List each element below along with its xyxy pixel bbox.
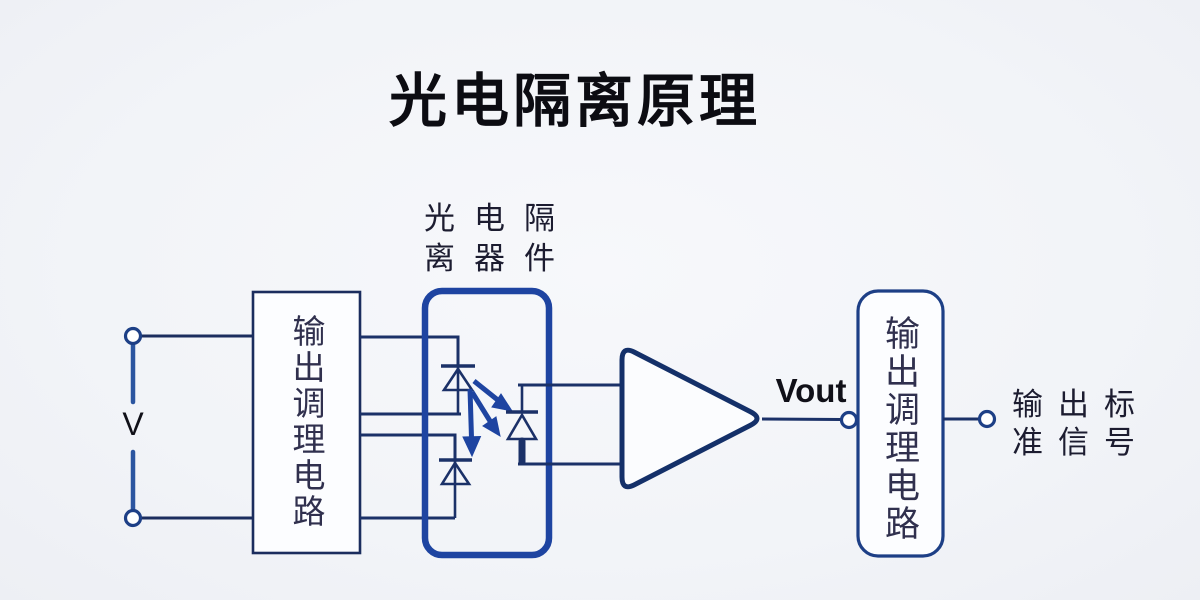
optocoupler-box — [421, 287, 553, 559]
led2-icon — [439, 435, 472, 518]
light-arrow-down-icon — [462, 388, 482, 458]
optocoupler-label-line1: 光电隔 — [424, 201, 574, 236]
output-box-label: 输出调理电路 — [880, 315, 919, 543]
photodiode-icon — [505, 385, 539, 466]
light-arrows — [462, 379, 514, 458]
source-terminal-top-icon — [123, 326, 143, 346]
page-title: 光电隔离原理 — [388, 69, 761, 134]
amplifier-triangle-icon — [619, 347, 760, 490]
wire-led1-top — [360, 335, 460, 366]
wire-led2-top — [360, 433, 457, 460]
output-signal-line1: 输出标 — [1012, 387, 1150, 422]
output-terminal-icon — [977, 409, 997, 429]
led1-icon — [441, 337, 475, 414]
led-drive-wires — [360, 335, 461, 520]
output-signal-label: 输出标 准信号 — [1012, 386, 1150, 462]
source-voltage-label: V — [122, 406, 144, 442]
vout-terminal-icon — [839, 410, 859, 430]
optocoupler-label-line2: 离器件 — [424, 241, 574, 276]
source-terminal-bottom-icon — [123, 508, 143, 528]
input-box-label: 输出调理电路 — [287, 314, 323, 530]
input-conditioning-box — [251, 290, 362, 555]
light-arrow-diagonal2-icon — [469, 390, 501, 438]
optocoupler-label: 光电隔 离器件 — [424, 199, 574, 279]
vout-label: Vout — [775, 372, 847, 409]
output-signal-line2: 准信号 — [1012, 425, 1150, 460]
light-arrow-diagonal1-icon — [472, 379, 514, 412]
voltage-source — [123, 326, 253, 528]
output-conditioning-box — [856, 289, 945, 558]
wire-vout — [761, 417, 842, 421]
